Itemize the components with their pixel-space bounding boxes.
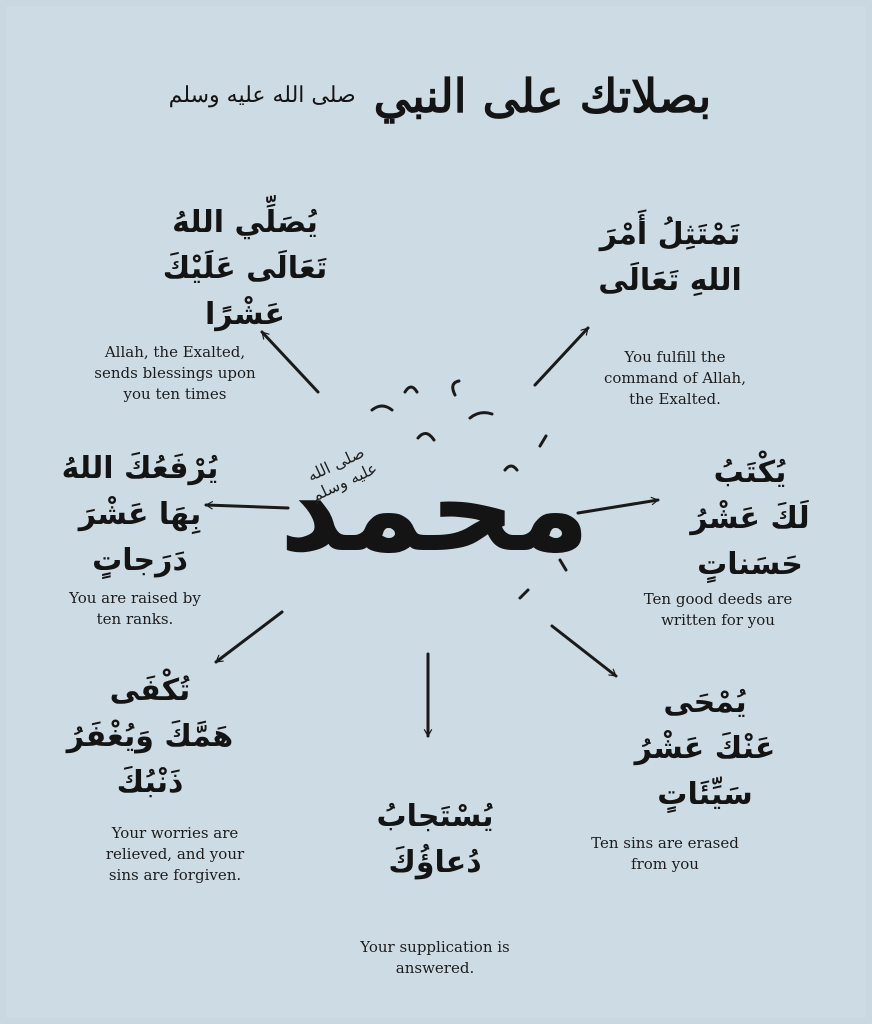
page-title: بصلاتك على النبي صلى الله عليه وسلم <box>169 56 712 136</box>
arabic-good-deeds: يُكْتَبُ لَكَ عَشْرُ حَسَناتٍ <box>690 455 810 582</box>
arrow-top-right <box>533 326 590 387</box>
english-blessings-ten-times: Allah, the Exalted, sends blessings upon… <box>94 343 256 403</box>
title-salla-calligraphy: صلى الله عليه وسلم <box>168 83 356 109</box>
arrow-mid-right <box>576 496 660 515</box>
arabic-fulfill-command: تَمْتَثِلُ أَمْرَ اللهِ تَعَالَى <box>598 217 742 298</box>
english-worries-relieved: Your worries are relieved, and your sins… <box>105 824 245 884</box>
english-raised-ranks: You are raised by ten ranks. <box>69 589 201 628</box>
arabic-blessings-ten-times: يُصَلِّي اللهُ تَعَالَى عَلَيْكَ عَشْرًا <box>162 205 328 332</box>
english-good-deeds: Ten good deeds are written for you <box>643 590 793 629</box>
english-fulfill-command: You fulfill the command of Allah, the Ex… <box>603 348 746 408</box>
central-calligraphy: محمد صلى الله عليه وسلم <box>279 380 590 640</box>
english-supplication-answered: Your supplication is answered. <box>360 938 510 977</box>
arabic-supplication-answered: يُسْتَجابُ دُعاؤُكَ <box>376 799 494 880</box>
arrow-top-left <box>260 330 320 394</box>
arabic-sins-erased: يُمْحَى عَنْكَ عَشْرُ سَيِّئَاتٍ <box>634 685 776 812</box>
decorative-diacritics <box>370 379 568 600</box>
arabic-raised-ranks: يُرْفَعُكَ اللهُ بِهَا عَشْرَ دَرَجاتٍ <box>61 451 219 578</box>
background-panel <box>6 6 866 1018</box>
english-sins-erased: Ten sins are erased from you <box>591 834 739 873</box>
arrow-mid-left <box>204 501 290 510</box>
arrow-bottom-left <box>214 610 284 664</box>
arabic-worries-relieved: تُكْفَى هَمَّكَ وَيُغْفَرُ ذَنْبُكَ <box>66 673 234 800</box>
title-main: بصلاتك على النبي <box>373 69 712 123</box>
muhammad-calligraphy: محمد <box>279 440 590 579</box>
arrow-bottom-right <box>550 624 618 678</box>
